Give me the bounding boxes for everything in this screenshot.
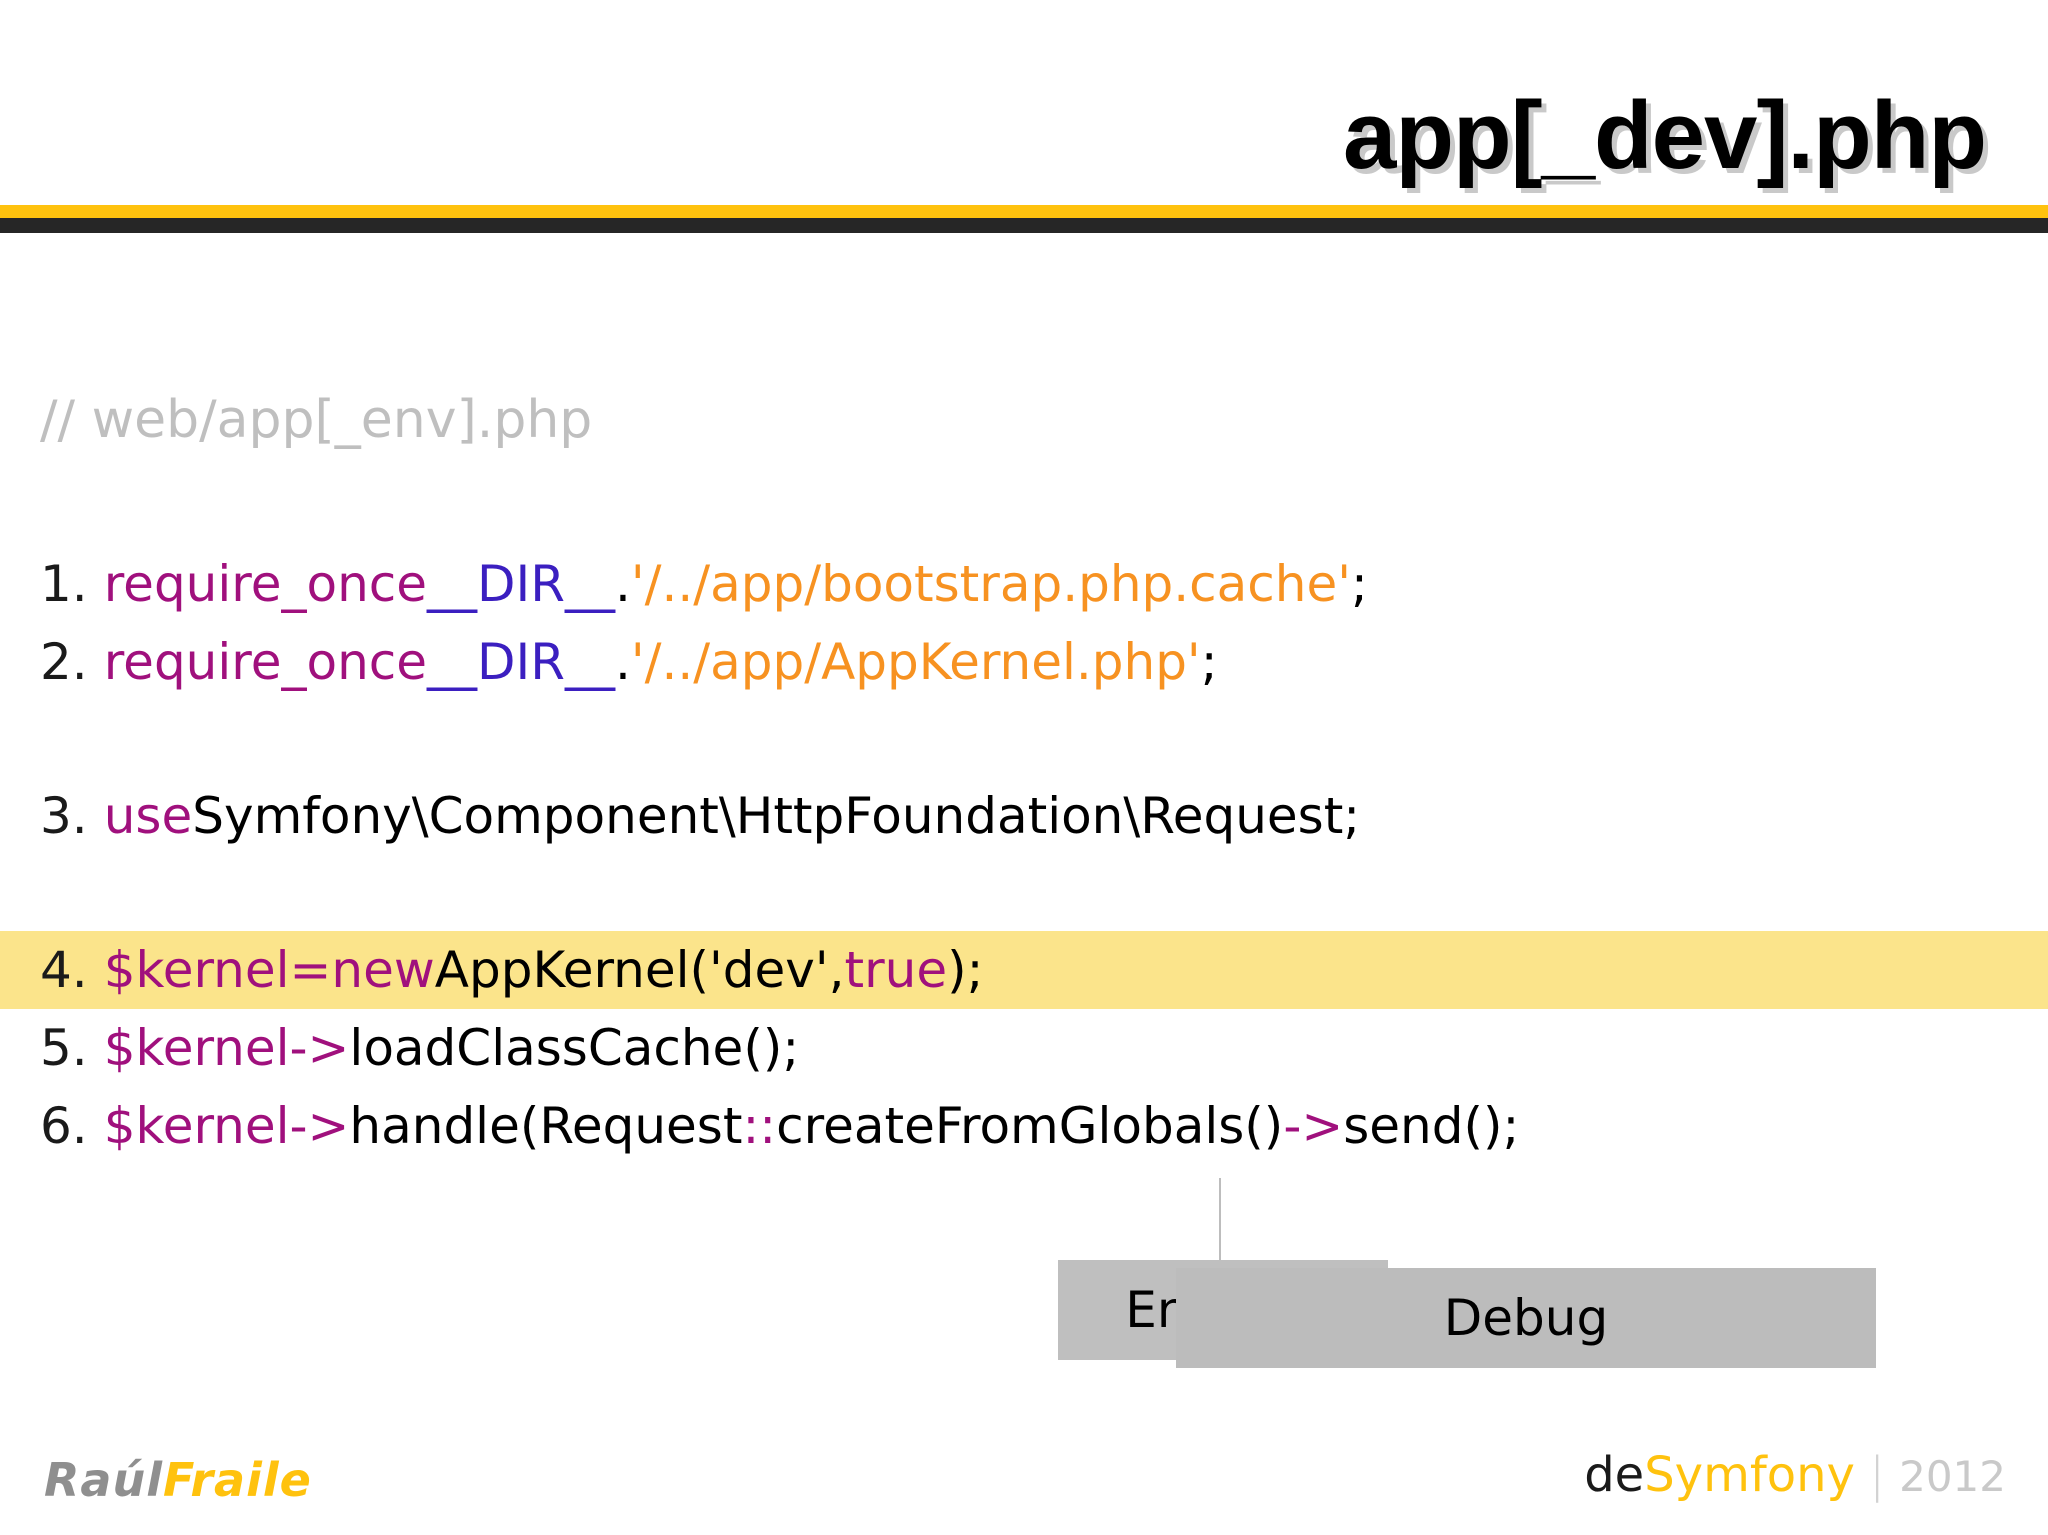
code-token-dir: __DIR__: [427, 633, 616, 691]
code-token-plain: );: [947, 941, 984, 999]
code-line: 2. require_once __DIR__.'/../app/AppKerne…: [0, 623, 2048, 701]
code-token-kw: true: [844, 941, 948, 999]
callout-group: Entorno Debug: [1058, 1178, 1938, 1368]
code-token-var: $kernel->: [103, 1097, 350, 1155]
code-token-str: '/../app/AppKernel.php': [630, 633, 1201, 691]
code-line-number: 4.: [40, 941, 88, 999]
code-line: 6. $kernel->handle(Request::createFromGlo…: [0, 1087, 2048, 1165]
divider-gold-band: [0, 205, 2048, 218]
code-token-plain: loadClassCache();: [349, 1019, 800, 1077]
code-token-kw: require_once: [103, 555, 428, 613]
code-line-blank: [0, 855, 2048, 931]
code-token-plain: AppKernel('dev',: [434, 941, 845, 999]
code-token-plain: createFromGlobals(): [776, 1097, 1284, 1155]
brand-name: Symfony: [1644, 1447, 1855, 1503]
code-comment: // web/app[_env].php: [40, 390, 593, 450]
code-token-kw: new: [331, 941, 435, 999]
code-token-plain: .: [615, 555, 631, 613]
code-token-var: $kernel: [103, 941, 290, 999]
title-divider: [0, 205, 2048, 233]
code-token-kw: ::: [742, 1097, 777, 1155]
code-line-number: 1.: [40, 555, 88, 613]
author-last-name: Fraile: [162, 1453, 312, 1507]
brand-separator: |: [1868, 1447, 1886, 1503]
divider-dark-band: [0, 218, 2048, 233]
author-logo: RaúlFraile: [44, 1453, 312, 1507]
author-first-name: Raúl: [44, 1453, 163, 1507]
callout-connector-environment: [1219, 1178, 1221, 1268]
code-token-dir: __DIR__: [427, 555, 616, 613]
code-token-plain: ;: [1200, 633, 1218, 691]
callout-debug: Debug: [1176, 1268, 1876, 1368]
code-line-blank: [0, 701, 2048, 777]
code-line: 4. $kernel = new AppKernel('dev', true);: [0, 931, 2048, 1009]
code-token-plain: .: [615, 633, 631, 691]
code-token-plain: Symfony\Component\HttpFoundation\Request…: [192, 787, 1361, 845]
code-line: 1. require_once __DIR__.'/../app/bootstra…: [0, 545, 2048, 623]
code-line: 5. $kernel->loadClassCache();: [0, 1009, 2048, 1087]
code-token-plain: send();: [1343, 1097, 1520, 1155]
code-token-var: $kernel->: [103, 1019, 350, 1077]
code-token-kw: =: [289, 941, 332, 999]
code-line-number: 3.: [40, 787, 88, 845]
code-line-number: 5.: [40, 1019, 88, 1077]
code-token-kw: use: [103, 787, 193, 845]
code-line-number: 2.: [40, 633, 88, 691]
code-line: 3. use Symfony\Component\HttpFoundation\R…: [0, 777, 2048, 855]
code-line-number: 6.: [40, 1097, 88, 1155]
code-token-str: '/../app/bootstrap.php.cache': [630, 555, 1351, 613]
brand-prefix: de: [1584, 1447, 1645, 1503]
code-token-plain: ;: [1351, 555, 1368, 613]
code-token-plain: handle(Request: [349, 1097, 743, 1155]
code-line-list: 1.require_once __DIR__.'/../app/bootstra…: [0, 545, 2048, 1165]
conference-year: 2012: [1899, 1452, 2006, 1501]
code-token-kw: ->: [1283, 1097, 1344, 1155]
code-token-kw: require_once: [103, 633, 428, 691]
page-title: app[_dev].php: [1342, 82, 1987, 189]
